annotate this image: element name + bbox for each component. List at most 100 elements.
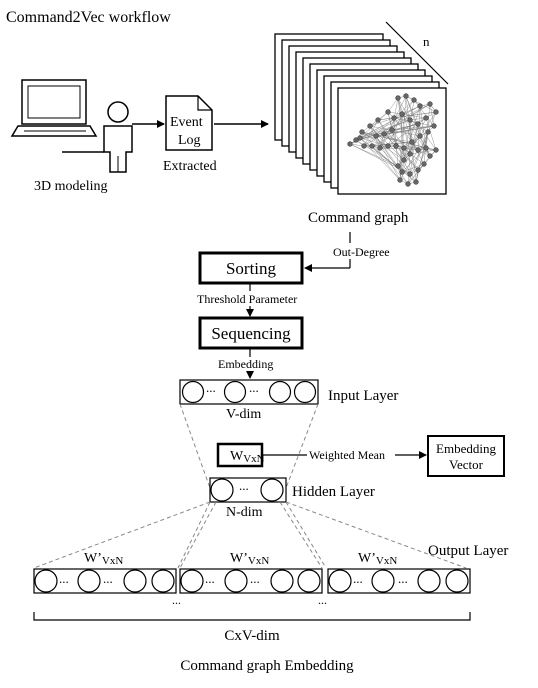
output-ellipsis: ...	[250, 571, 260, 586]
graph-node	[409, 139, 415, 145]
output-neuron	[34, 569, 58, 593]
output-group-1: ... ...	[33, 568, 177, 594]
command-graph-network	[347, 93, 439, 187]
input-neuron	[223, 380, 247, 404]
output-group-3: ... ...	[327, 568, 471, 594]
graph-node	[399, 169, 405, 175]
graph-edge	[363, 117, 395, 147]
graph-node	[401, 157, 407, 163]
output-neuron	[297, 569, 321, 593]
input-layer: ... ...	[179, 379, 319, 405]
embedding-label: Embedding	[218, 357, 273, 371]
weighted-mean-label: Weighted Mean	[309, 448, 385, 462]
graph-node	[389, 127, 395, 133]
graph-node	[347, 141, 353, 147]
graph-node	[385, 109, 391, 115]
graph-node	[377, 145, 383, 151]
graph-edge	[371, 145, 401, 181]
output-neuron	[270, 569, 294, 593]
computer-icon	[10, 79, 104, 153]
output-weight-label: W’VxN	[84, 551, 123, 567]
output-ellipsis: ...	[398, 571, 408, 586]
user-label: 3D modeling	[34, 179, 108, 194]
graph-edge	[409, 119, 413, 143]
sequencing-label: Sequencing	[211, 324, 291, 343]
graph-node	[397, 177, 403, 183]
input-ellipsis: ...	[249, 380, 259, 395]
cxv-dim-bracket	[33, 612, 471, 621]
command-graph-label: Command graph	[308, 210, 409, 226]
sorting-box	[198, 251, 304, 285]
stack-count-label: n	[423, 34, 430, 49]
hidden-layer-label: Hidden Layer	[292, 484, 375, 500]
event-log-label-2: Log	[178, 133, 201, 148]
output-neuron	[77, 569, 101, 593]
n-dim-label: N-dim	[226, 505, 263, 520]
event-log-document-icon	[165, 95, 213, 151]
graph-edge	[387, 111, 393, 131]
graph-edge	[407, 163, 425, 185]
hidden-ellipsis: ...	[239, 478, 249, 493]
input-neuron	[181, 380, 205, 404]
graph-node	[399, 111, 405, 117]
output-neuron	[445, 569, 469, 593]
graph-node	[433, 147, 439, 153]
graph-edge	[397, 97, 405, 149]
input-neuron	[268, 380, 292, 404]
graph-edge	[405, 95, 421, 137]
graph-node	[411, 97, 417, 103]
extracted-label: Extracted	[163, 159, 217, 174]
graph-node	[395, 163, 401, 169]
user-icon	[103, 101, 133, 173]
graph-edge	[407, 153, 411, 185]
input-to-hidden-connections	[179, 403, 319, 489]
graph-edge	[377, 111, 437, 121]
graph-node	[403, 93, 409, 99]
graph-node	[359, 129, 365, 135]
graph-edge	[413, 99, 435, 127]
graph-node	[413, 179, 419, 185]
graph-edge	[409, 123, 419, 175]
hidden-neuron	[260, 478, 284, 502]
graph-edge	[407, 111, 437, 185]
sorting-label: Sorting	[226, 259, 277, 278]
graph-edge	[349, 143, 399, 167]
output-ellipsis: ...	[103, 571, 113, 586]
graph-edge	[359, 137, 417, 183]
graph-node	[415, 147, 421, 153]
output-neuron	[417, 569, 441, 593]
figure-caption: Command graph Embedding	[180, 658, 354, 674]
graph-node	[369, 143, 375, 149]
embedding-vector-label-1: Embedding	[436, 441, 496, 456]
graph-edge	[349, 143, 411, 175]
graph-node	[407, 151, 413, 157]
output-neuron	[180, 569, 204, 593]
hidden-layer: ...	[209, 477, 287, 503]
embedding-vector-box	[427, 435, 505, 477]
graph-node	[391, 115, 397, 121]
graph-node	[381, 131, 387, 137]
graph-node	[407, 117, 413, 123]
input-ellipsis: ...	[206, 380, 216, 395]
output-neuron	[328, 569, 352, 593]
sequencing-box	[198, 316, 304, 350]
stack-depth-bracket	[385, 21, 449, 85]
graph-edge	[361, 131, 427, 149]
output-ellipsis: ...	[205, 571, 215, 586]
graph-edge	[359, 137, 389, 147]
gap-ellipsis: ...	[318, 593, 327, 607]
graph-edge	[405, 95, 417, 183]
output-ellipsis: ...	[59, 571, 69, 586]
output-neuron	[224, 569, 248, 593]
graph-node	[367, 123, 373, 129]
cxv-dim-label: CxV-dim	[224, 628, 280, 644]
graph-node	[427, 101, 433, 107]
out-degree-label: Out-Degree	[333, 245, 390, 259]
graph-edge	[409, 131, 429, 175]
graph-node	[423, 115, 429, 121]
graph-node	[361, 143, 367, 149]
graph-edge	[401, 113, 427, 119]
graph-edge	[391, 125, 435, 131]
event-log-label-1: Event	[170, 115, 203, 130]
output-neuron	[123, 569, 147, 593]
